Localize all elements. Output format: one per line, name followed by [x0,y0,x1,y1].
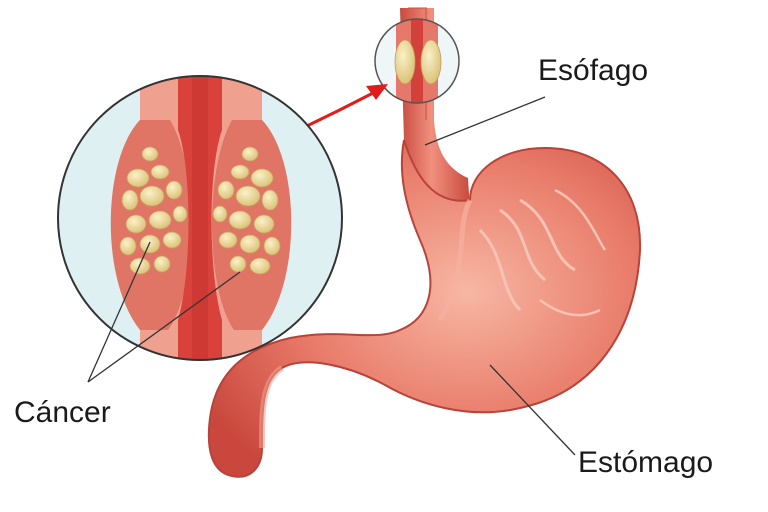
leader-lines [87,96,576,456]
cancer-leader-line-right [87,271,241,383]
esophagus-label: Esófago [538,54,649,87]
cancer-leader-line-left [87,241,151,383]
stomach-label: Estómago [578,446,714,479]
small-magnifier [374,18,460,104]
cancer-label: Cáncer [14,396,111,429]
esophagus-leader-line [424,96,546,146]
stomach-leader-line [489,364,576,456]
magnified-view [57,75,343,361]
stomach-shape [207,139,642,478]
